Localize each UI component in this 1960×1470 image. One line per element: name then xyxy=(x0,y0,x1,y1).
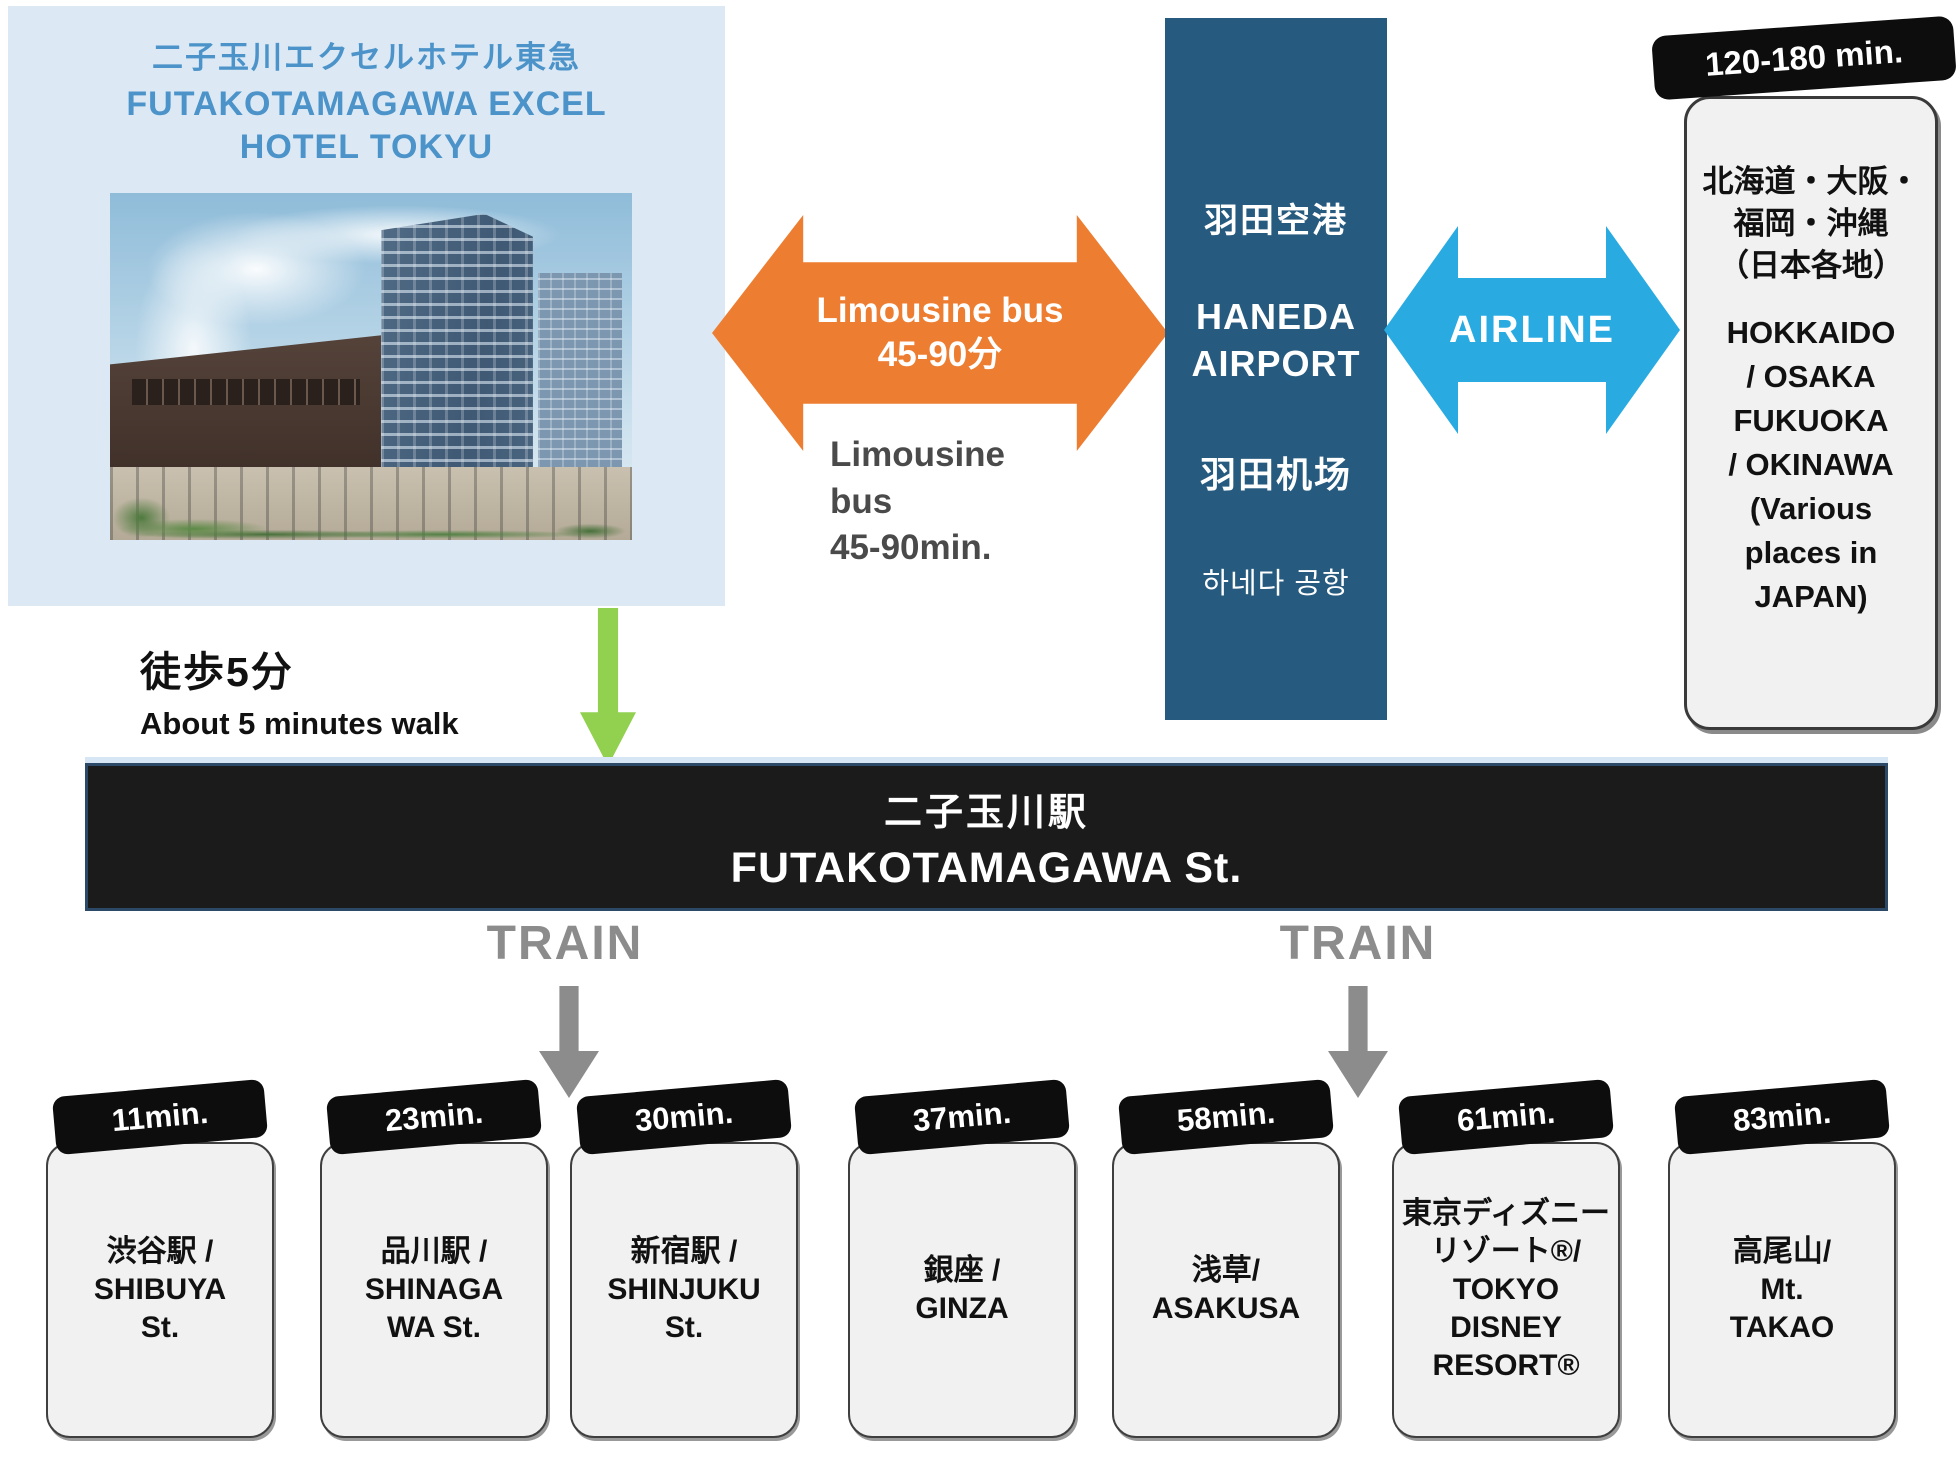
destination-card-ginza: 37min. 銀座 /GINZA xyxy=(848,1078,1076,1438)
destination-box: 銀座 /GINZA xyxy=(848,1142,1076,1438)
station-name-en: FUTAKOTAMAGAWA St. xyxy=(730,844,1243,892)
time-label: 58min. xyxy=(1175,1094,1277,1139)
destination-label: 銀座 /GINZA xyxy=(915,1253,1009,1325)
train-arrow-left xyxy=(539,986,599,1098)
futakotamagawa-station-bar: 二子玉川駅 FUTAKOTAMAGAWA St. xyxy=(85,763,1888,911)
walk-time-en: About 5 minutes walk xyxy=(140,706,459,741)
walk-arrow xyxy=(580,608,636,766)
time-label: 30min. xyxy=(633,1094,735,1139)
photo-trees xyxy=(110,428,632,540)
destination-card-asakusa: 58min. 浅草/ASAKUSA xyxy=(1112,1078,1340,1438)
destination-box: 浅草/ASAKUSA xyxy=(1112,1142,1340,1438)
airline-arrow-label: AIRLINE xyxy=(1449,308,1615,351)
hotel-title-ja: 二子玉川エクセルホテル東急 xyxy=(152,40,581,75)
airline-time-label: 120-180 min. xyxy=(1703,32,1905,83)
destination-label: 浅草/ASAKUSA xyxy=(1151,1253,1301,1325)
haneda-ko: 하네다 공항 xyxy=(1202,567,1350,600)
destination-card-mt-takao: 83min. 高尾山/Mt.TAKAO xyxy=(1668,1078,1896,1438)
destination-box: 高尾山/Mt.TAKAO xyxy=(1668,1142,1896,1438)
station-name-ja: 二子玉川駅 xyxy=(883,792,1089,834)
train-label-left: TRAIN xyxy=(486,917,644,970)
time-label: 11min. xyxy=(110,1094,210,1139)
airline-time-badge: 120-180 min. xyxy=(1651,15,1957,101)
time-label: 83min. xyxy=(1731,1094,1833,1139)
time-label: 61min. xyxy=(1455,1094,1557,1139)
time-label: 23min. xyxy=(383,1094,485,1139)
destination-label: 高尾山/Mt.TAKAO xyxy=(1729,1234,1835,1345)
hotel-photo xyxy=(110,193,632,540)
time-label: 37min. xyxy=(911,1094,1013,1139)
walk-time-ja: 徒歩5分 xyxy=(140,649,294,695)
station-bar-topline xyxy=(85,757,1888,763)
train-arrow-right xyxy=(1328,986,1388,1098)
haneda-ja: 羽田空港 xyxy=(1204,202,1348,240)
train-label-right: TRAIN xyxy=(1279,917,1437,970)
haneda-zh: 羽田机场 xyxy=(1199,453,1352,495)
air-destinations-ja: 北海道・大阪・福岡・沖縄（日本各地） xyxy=(1702,164,1920,283)
